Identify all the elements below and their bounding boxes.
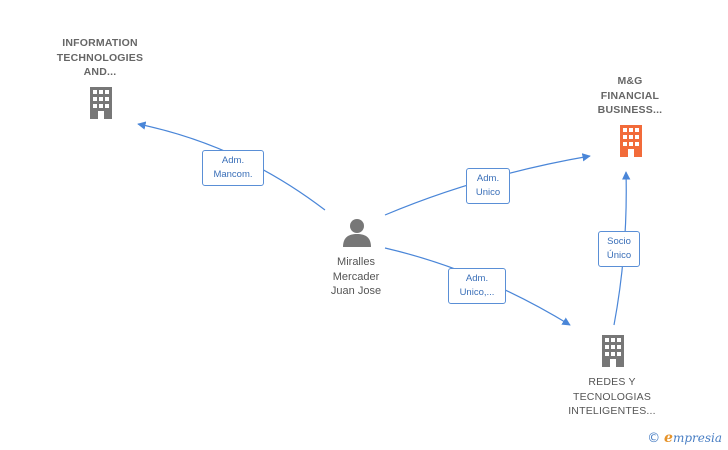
label-line: Mercader <box>332 270 380 283</box>
node-person-label[interactable]: Miralles Mercader Juan Jose <box>300 255 412 299</box>
node-redes-label[interactable]: REDES Y TECNOLOGIAS INTELIGENTES... <box>552 375 672 419</box>
building-icon[interactable] <box>86 86 116 120</box>
label-line: BUSINESS... <box>597 104 663 116</box>
empresia-logo[interactable]: © empresia <box>647 430 722 446</box>
brand-e: e <box>664 430 673 446</box>
brand-rest: mpresia <box>672 431 722 445</box>
node-mg-financial-label[interactable]: M&G FINANCIAL BUSINESS... <box>570 74 690 118</box>
edge-label-line: Adm. <box>221 155 245 166</box>
building-icon-highlighted[interactable] <box>616 124 646 158</box>
edge-label-line: Adm. <box>465 273 489 284</box>
edge-label-line: Único <box>606 250 632 261</box>
node-info-tech-label[interactable]: INFORMATION TECHNOLOGIES AND... <box>40 36 160 80</box>
label-line: TECHNOLOGIES <box>56 51 144 64</box>
edge-label-line: Adm. <box>476 173 500 184</box>
edge-label-line: Unico,... <box>459 287 495 298</box>
edge-label-adm-unico[interactable]: Adm. Unico <box>466 168 510 204</box>
label-line: INFORMATION <box>62 37 138 49</box>
label-line: TECNOLOGIAS <box>572 390 652 403</box>
edge-label-line: Mancom. <box>213 169 253 180</box>
building-icon[interactable] <box>598 334 628 368</box>
label-line: Juan Jose <box>330 285 382 297</box>
label-line: AND... <box>83 66 117 78</box>
edge-label-line: Socio <box>607 236 631 247</box>
label-line: Miralles <box>337 256 375 268</box>
edge-label-socio-unico[interactable]: Socio Único <box>598 231 640 267</box>
edge-label-adm-mancom[interactable]: Adm. Mancom. <box>202 150 264 186</box>
edge-label-line: Unico <box>475 187 501 198</box>
label-line: REDES Y <box>588 376 636 388</box>
person-icon[interactable] <box>341 216 373 248</box>
label-line: FINANCIAL <box>600 89 660 102</box>
label-line: M&G <box>617 75 643 87</box>
copyright-icon: © <box>647 431 661 446</box>
label-line: INTELIGENTES... <box>568 405 656 417</box>
edge-label-adm-unico-etc[interactable]: Adm. Unico,... <box>448 268 506 304</box>
